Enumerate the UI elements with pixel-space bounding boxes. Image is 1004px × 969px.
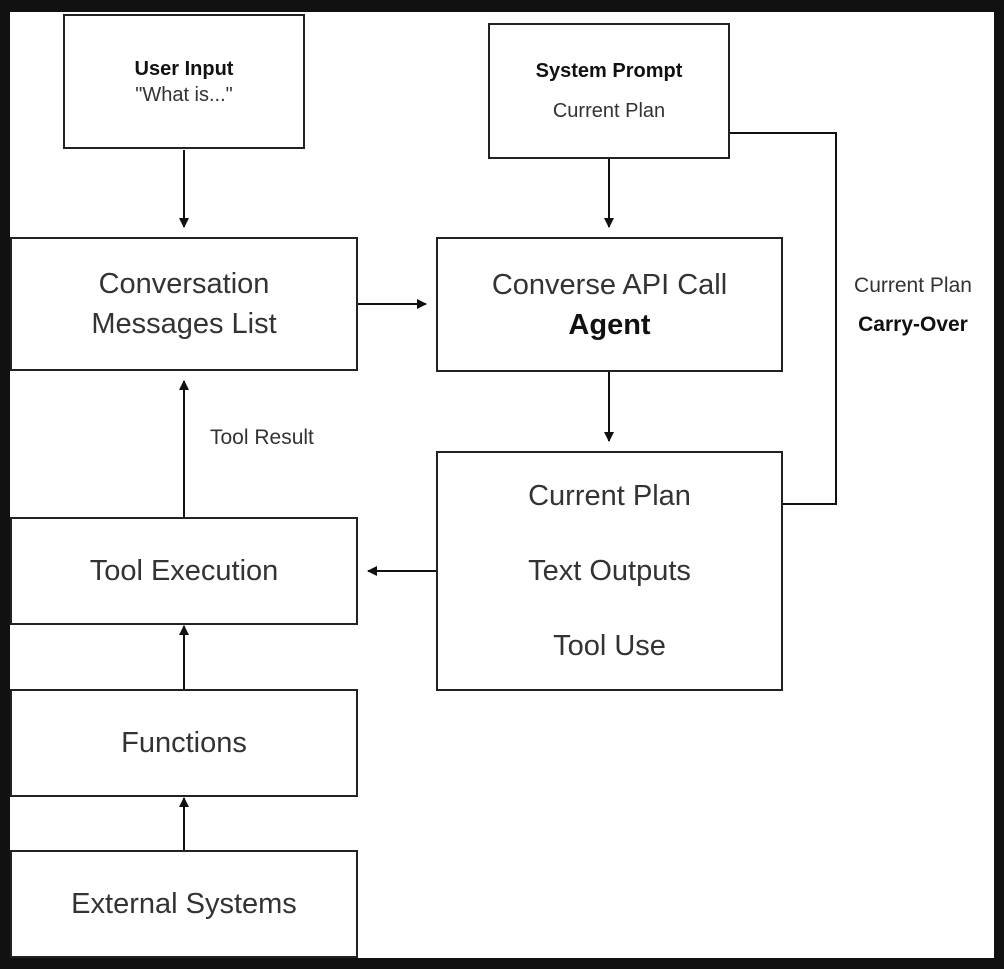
carry-over-text: Carry-Over xyxy=(858,313,968,336)
tool-execution-label: Tool Execution xyxy=(89,555,279,587)
functions-box: Functions xyxy=(10,689,358,797)
user-input-title: User Input xyxy=(134,57,234,80)
output-text-outputs: Text Outputs xyxy=(528,555,691,587)
external-systems-box: External Systems xyxy=(10,850,358,958)
tool-execution-box: Tool Execution xyxy=(10,517,358,625)
carry-over-plan-text: Current Plan xyxy=(854,274,972,297)
conversation-label: Conversation xyxy=(98,268,270,300)
system-prompt-box: System Prompt Current Plan xyxy=(488,23,730,159)
converse-api-label: Converse API Call xyxy=(491,268,728,301)
conversation-messages-box: Conversation Messages List xyxy=(10,237,358,371)
output-tool-use: Tool Use xyxy=(553,630,666,662)
user-input-box: User Input "What is..." xyxy=(63,14,305,149)
messages-list-label: Messages List xyxy=(91,308,277,340)
functions-label: Functions xyxy=(121,727,247,759)
user-input-example: "What is..." xyxy=(135,83,233,106)
system-prompt-title: System Prompt xyxy=(535,60,683,82)
agent-outputs-box: Current Plan Text Outputs Tool Use xyxy=(436,451,783,691)
external-systems-label: External Systems xyxy=(71,888,297,920)
converse-api-box: Converse API Call Agent xyxy=(436,237,783,372)
agent-label: Agent xyxy=(568,308,651,341)
tool-result-label: Tool Result xyxy=(210,426,314,449)
carry-over-label: Current Plan Carry-Over xyxy=(838,266,988,344)
output-current-plan: Current Plan xyxy=(528,480,691,512)
system-prompt-plan: Current Plan xyxy=(552,100,666,122)
